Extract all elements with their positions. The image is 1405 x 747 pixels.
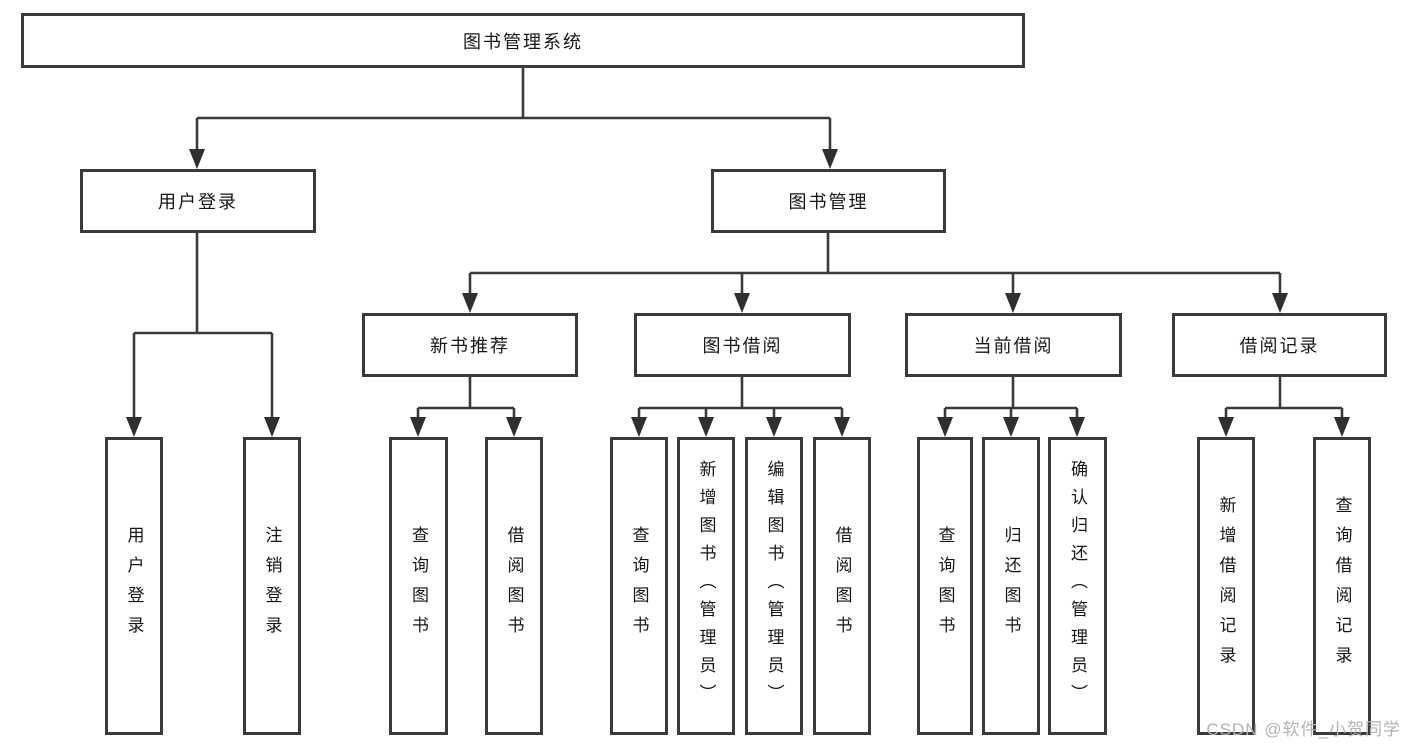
node-book-management: 图书管理 — [711, 169, 946, 233]
leaf-borrowing-borrow-books: 借阅图书 — [813, 437, 871, 735]
root-node-library-system: 图书管理系统 — [21, 13, 1025, 68]
node-current-borrowing: 当前借阅 — [905, 313, 1122, 377]
leaf-current-confirm-return-admin: 确认归还（管理员） — [1048, 437, 1107, 735]
leaf-borrowing-borrow-books-label: 借阅图书 — [832, 526, 852, 646]
leaf-records-query-record: 查询借阅记录 — [1313, 437, 1371, 735]
leaf-recommend-borrow-books: 借阅图书 — [485, 437, 543, 735]
node-user-login-label: 用户登录 — [158, 192, 238, 212]
node-user-login: 用户登录 — [80, 169, 316, 233]
leaf-records-query-record-label: 查询借阅记录 — [1332, 496, 1352, 676]
leaf-current-query-books-label: 查询图书 — [935, 526, 955, 646]
node-borrow-records: 借阅记录 — [1172, 313, 1387, 377]
node-borrow-records-label: 借阅记录 — [1239, 336, 1320, 356]
leaf-logout-label: 注销登录 — [262, 526, 282, 646]
leaf-borrowing-add-books-admin-label: 新增图书（管理员） — [696, 460, 716, 712]
node-new-book-recommend-label: 新书推荐 — [430, 336, 510, 356]
leaf-borrowing-add-books-admin: 新增图书（管理员） — [677, 437, 735, 735]
leaf-user-login-label: 用户登录 — [124, 526, 144, 646]
leaf-borrowing-query-books: 查询图书 — [610, 437, 668, 735]
leaf-recommend-borrow-books-label: 借阅图书 — [504, 526, 524, 646]
leaf-borrowing-edit-books-admin: 编辑图书（管理员） — [745, 437, 803, 735]
leaf-records-add-record-label: 新增借阅记录 — [1216, 496, 1236, 676]
node-new-book-recommend: 新书推荐 — [362, 313, 578, 377]
leaf-user-login: 用户登录 — [105, 437, 163, 735]
csdn-watermark: CSDN @软件_小贺同学 — [1206, 720, 1401, 739]
leaf-current-query-books: 查询图书 — [917, 437, 973, 735]
node-book-borrowing-label: 图书借阅 — [702, 336, 783, 356]
leaf-current-return-books: 归还图书 — [982, 437, 1040, 735]
leaf-current-return-books-label: 归还图书 — [1001, 526, 1021, 646]
leaf-borrowing-query-books-label: 查询图书 — [629, 526, 649, 646]
leaf-borrowing-edit-books-admin-label: 编辑图书（管理员） — [764, 460, 784, 712]
node-book-management-label: 图书管理 — [788, 192, 869, 212]
leaf-records-add-record: 新增借阅记录 — [1197, 437, 1255, 735]
node-current-borrowing-label: 当前借阅 — [973, 336, 1054, 356]
leaf-recommend-query-books-label: 查询图书 — [409, 526, 428, 646]
node-book-borrowing: 图书借阅 — [634, 313, 851, 377]
leaf-recommend-query-books: 查询图书 — [389, 437, 448, 735]
leaf-logout: 注销登录 — [243, 437, 301, 735]
root-node-label: 图书管理系统 — [463, 31, 583, 52]
leaf-current-confirm-return-admin-label: 确认归还（管理员） — [1068, 460, 1087, 712]
